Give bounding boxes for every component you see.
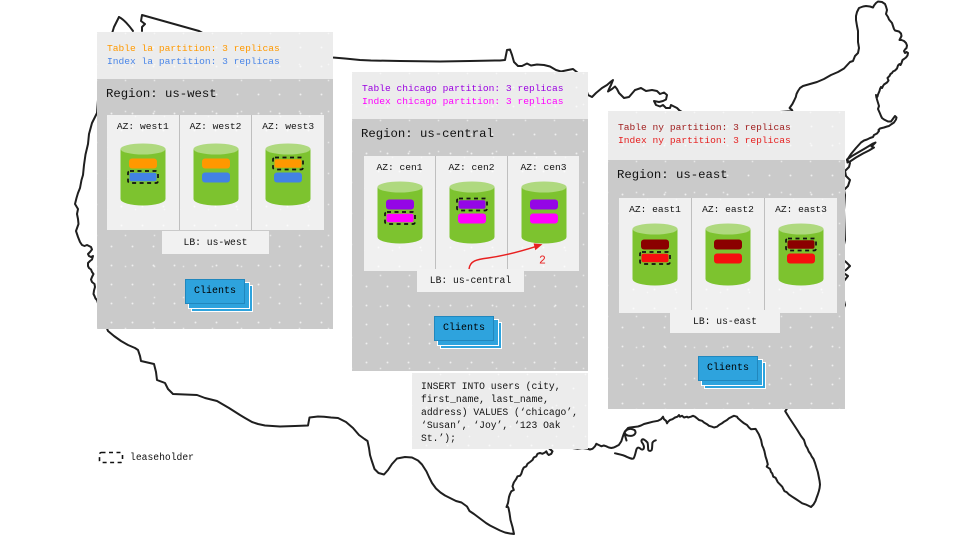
svg-text:2: 2 — [539, 255, 546, 268]
